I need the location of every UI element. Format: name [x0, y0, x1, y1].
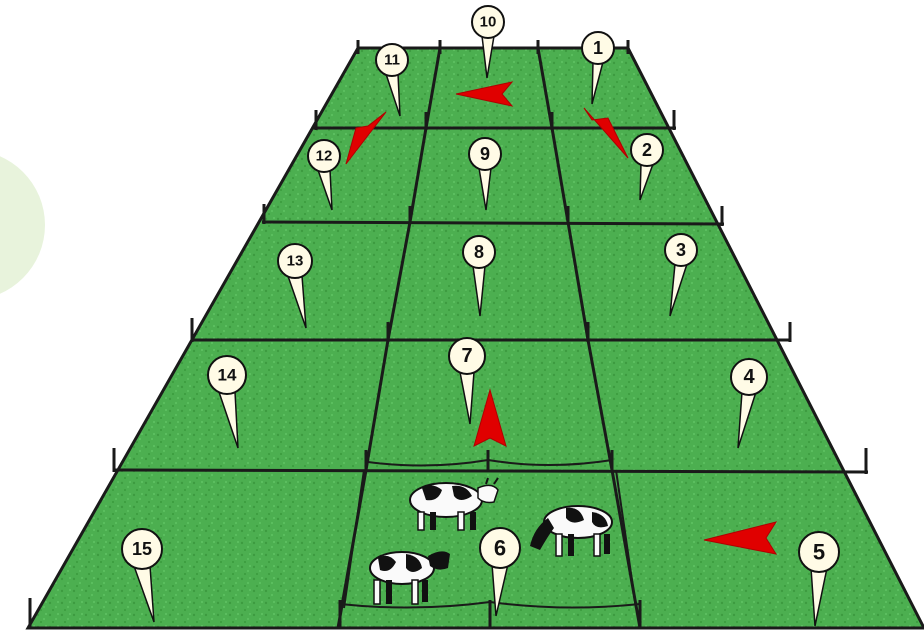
paddock-pin-label: 7: [461, 345, 472, 367]
paddock-pin-label: 10: [480, 14, 497, 31]
fence-row: [115, 470, 868, 472]
paddock-pin-label: 2: [642, 140, 652, 160]
paddock-pin-label: 3: [676, 240, 686, 260]
paddock-pin-label: 8: [474, 242, 484, 262]
paddock-pin-label: 11: [384, 52, 400, 69]
paddock-pin-label: 12: [316, 148, 333, 165]
paddock-pin-label: 15: [132, 539, 152, 559]
fence-row: [262, 222, 724, 224]
paddock-pin-label: 4: [743, 366, 755, 388]
paddock-pin-label: 5: [813, 540, 825, 565]
paddock-pin-label: 13: [287, 253, 304, 270]
paddock-pin-label: 14: [218, 366, 237, 385]
paddock-pin-label: 9: [480, 144, 490, 164]
background-blob: [0, 150, 45, 300]
paddock-pin-label: 6: [494, 536, 506, 561]
paddock-pin-label: 1: [593, 38, 603, 58]
